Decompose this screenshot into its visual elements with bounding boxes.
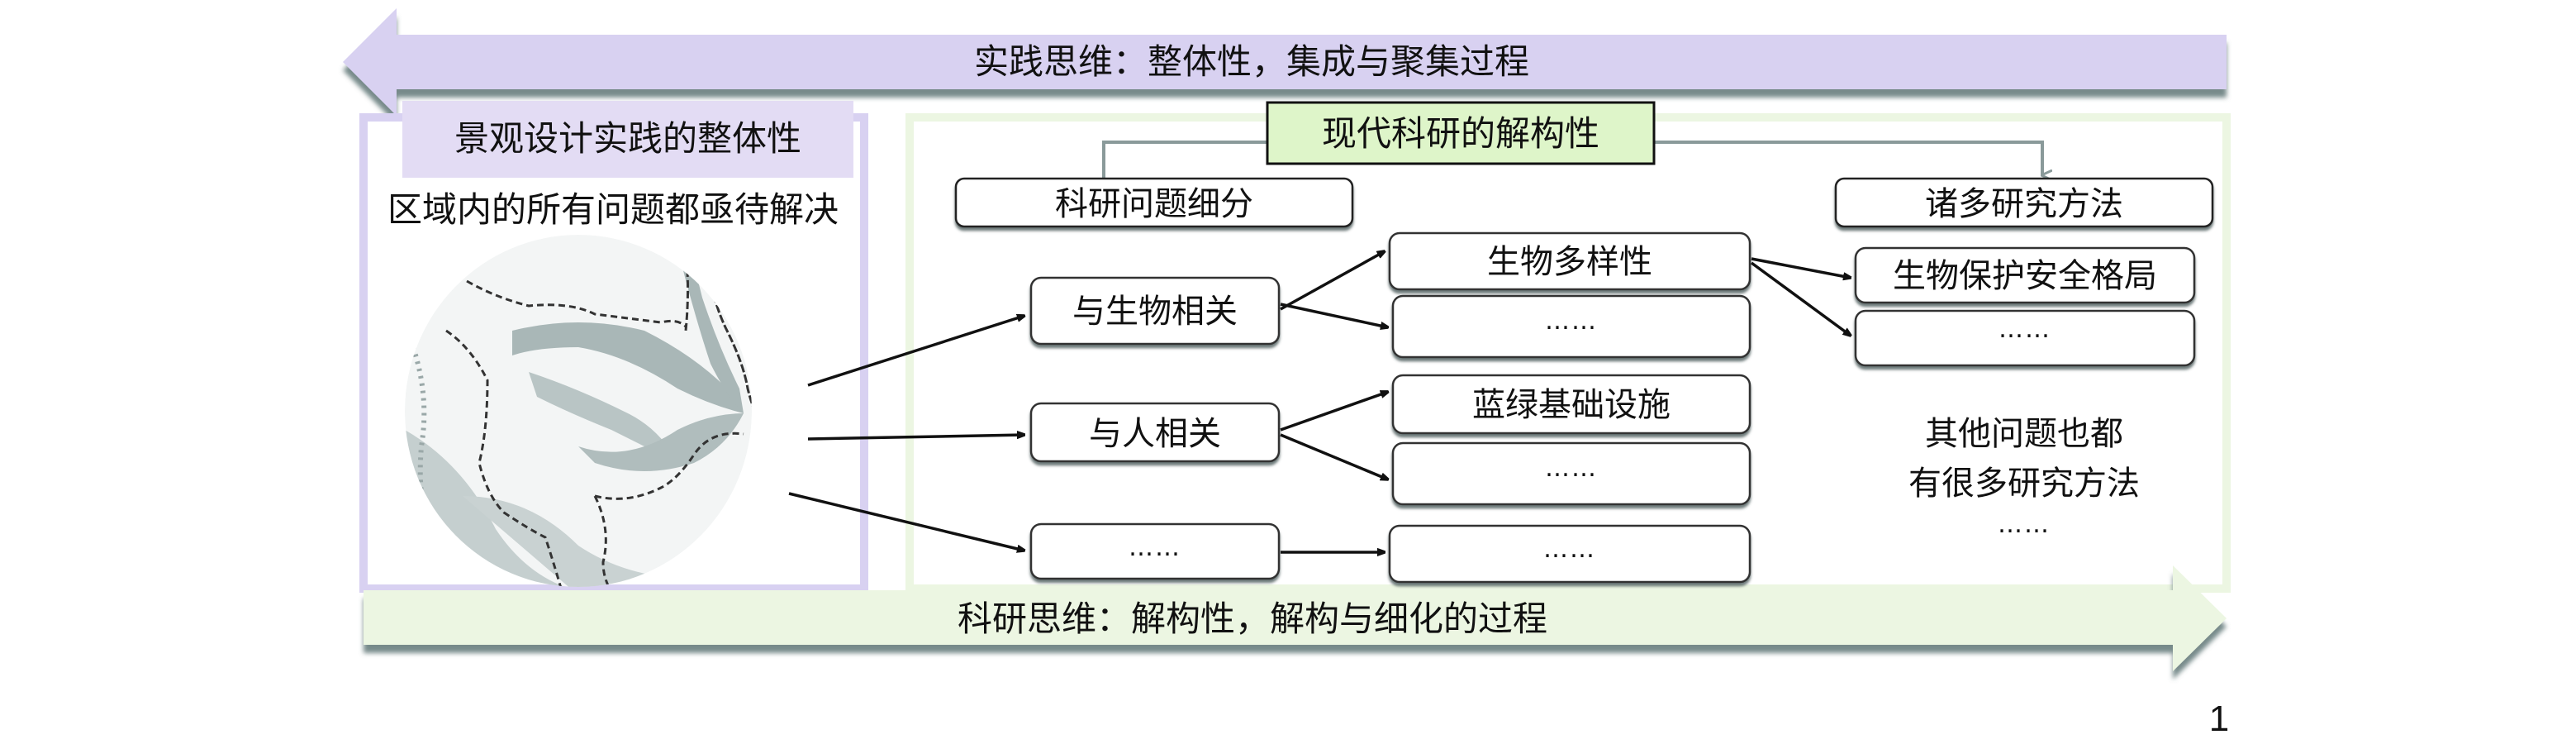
bottom-arrow-shape	[364, 565, 2227, 671]
arrow-map-to-other	[788, 492, 1024, 551]
category-box-other	[1029, 522, 1281, 580]
bottom-arrow	[364, 565, 2227, 671]
left-panel: 景观设计实践的整体性 区域内的所有问题都亟待解决	[359, 101, 868, 593]
top-arrow-label: 实践思维：整体性，集成与聚集过程	[974, 41, 1529, 82]
category-label-bio: 与生物相关	[1072, 293, 1238, 331]
subtopic-label-human-more: ……	[1545, 454, 1598, 483]
subtopic-label-bluegreen: 蓝绿基础设施	[1472, 386, 1671, 424]
arrow-map-to-bio	[807, 316, 1024, 387]
page-number: 1	[2209, 699, 2229, 739]
left-panel-title-bg	[402, 101, 853, 178]
method-label-more: ……	[1999, 315, 2051, 344]
top-arrow-shape	[343, 8, 2227, 116]
subtopic-box-other-more	[1388, 524, 1751, 584]
method-box-security-pattern	[1854, 246, 2196, 304]
subtopic-box-bluegreen	[1391, 374, 1751, 435]
arrow-human-to-bluegreen	[1280, 392, 1388, 432]
bottom-arrow-label: 科研思维：解构性，解构与细化的过程	[958, 599, 1547, 639]
connector-title-to-methods	[1654, 141, 2042, 175]
category-label-other: ……	[1129, 533, 1181, 562]
arrow-biodiversity-to-security	[1751, 257, 1851, 278]
arrow-human-to-more	[1280, 433, 1388, 479]
note-dots: ……	[1998, 510, 2051, 539]
left-panel-subtitle: 区域内的所有问题都亟待解决	[387, 189, 839, 230]
methods-box	[1834, 177, 2214, 228]
subtopic-box-human-more	[1391, 441, 1751, 506]
subtopic-box-bio-more	[1391, 294, 1751, 359]
subtopic-label-other-more: ……	[1543, 535, 1596, 564]
arrow-bio-to-more	[1280, 303, 1388, 327]
subtopic-label-bio-more: ……	[1545, 307, 1598, 336]
category-box-human	[1029, 402, 1281, 463]
arrow-map-to-human	[807, 435, 1024, 441]
category-label-human: 与人相关	[1089, 415, 1221, 453]
methods-label: 诸多研究方法	[1925, 185, 2123, 223]
subtopic-label-biodiversity: 生物多样性	[1487, 243, 1652, 281]
method-box-more	[1854, 309, 2196, 367]
arrow-biodiversity-to-method-more	[1750, 261, 1851, 336]
note-line-2: 有很多研究方法	[1908, 465, 2140, 503]
category-box-bio	[1029, 276, 1281, 346]
connector-title-to-subdivision	[1102, 141, 1268, 179]
note-line-1: 其他问题也都	[1925, 415, 2123, 453]
subdivision-label: 科研问题细分	[1055, 185, 1253, 223]
method-label-security-pattern: 生物保护安全格局	[1893, 257, 2157, 295]
subdivision-box	[954, 177, 1354, 228]
left-panel-title: 景观设计实践的整体性	[454, 118, 801, 159]
top-arrow	[343, 8, 2227, 116]
right-panel-title: 现代科研的解构性	[1322, 113, 1599, 154]
right-panel-title-box	[1266, 101, 1656, 165]
subtopic-box-biodiversity	[1388, 231, 1751, 291]
arrow-bio-to-biodiversity	[1280, 251, 1385, 311]
